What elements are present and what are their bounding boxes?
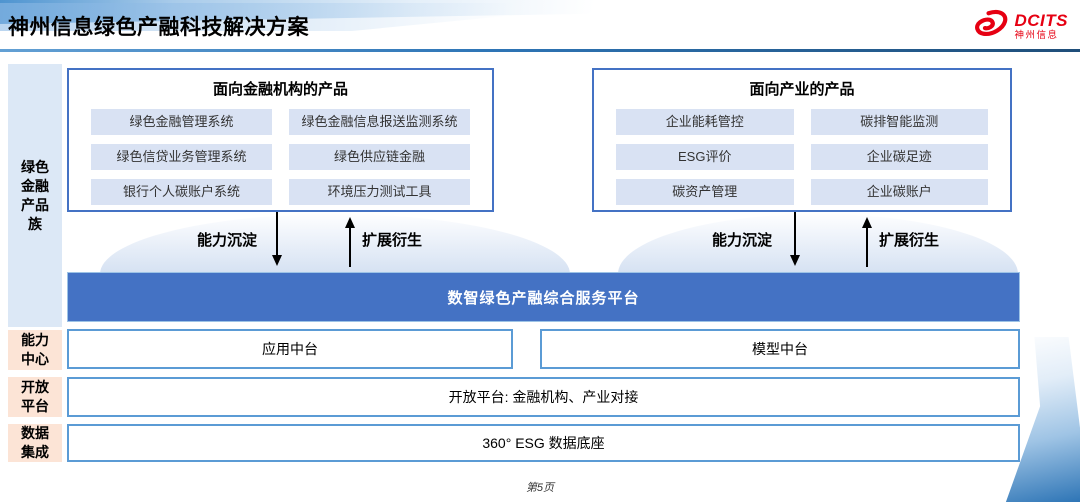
page-number: 第5页 xyxy=(525,482,555,494)
sidebar-label-product-family: 绿色 金融 产品 族 xyxy=(8,64,62,327)
product-chip: 企业碳足迹 xyxy=(810,144,988,170)
sidebar-label-capability-center: 能力 中心 xyxy=(8,330,62,370)
arrow-up-icon xyxy=(861,217,873,272)
logo-text: DCITS 神州信息 xyxy=(1015,12,1069,41)
dome-decoration-right xyxy=(618,214,1018,274)
dome-decoration-left xyxy=(100,214,570,274)
arrow-down-icon xyxy=(789,212,801,271)
flow-label-capability-settling: 能力沉淀 xyxy=(197,232,258,249)
page-title: 神州信息绿色产融科技解决方案 xyxy=(8,16,309,39)
product-chip: 绿色金融信息报送监测系统 xyxy=(289,109,470,135)
financial-products-box: 面向金融机构的产品 绿色金融管理系统 绿色金融信息报送监测系统 绿色信贷业务管理… xyxy=(67,68,494,212)
product-chip: 企业能耗管控 xyxy=(616,109,794,135)
flow-label-expansion-derivation: 扩展衍生 xyxy=(362,232,423,249)
product-chip: 环境压力测试工具 xyxy=(289,179,470,205)
dcits-swirl-icon xyxy=(971,9,1011,44)
model-middle-platform-box: 模型中台 xyxy=(540,329,1020,369)
arrow-down-icon xyxy=(271,212,283,271)
product-chip: 企业碳账户 xyxy=(810,179,988,205)
product-chip: 绿色供应链金融 xyxy=(289,144,470,170)
header-divider-line xyxy=(0,49,1080,52)
sidebar-label-open-platform: 开放 平台 xyxy=(8,377,62,417)
industry-products-grid: 企业能耗管控 碳排智能监测 ESG评价 企业碳足迹 碳资产管理 企业碳账户 xyxy=(616,109,988,205)
product-chip: 绿色金融管理系统 xyxy=(91,109,272,135)
industry-products-box: 面向产业的产品 企业能耗管控 碳排智能监测 ESG评价 企业碳足迹 碳资产管理 … xyxy=(592,68,1012,212)
financial-products-title: 面向金融机构的产品 xyxy=(212,81,348,98)
financial-products-grid: 绿色金融管理系统 绿色金融信息报送监测系统 绿色信贷业务管理系统 绿色供应链金融… xyxy=(91,109,470,205)
logo-brand: DCITS xyxy=(1014,11,1068,31)
industry-products-title: 面向产业的产品 xyxy=(749,81,855,98)
product-chip: ESG评价 xyxy=(616,144,794,170)
platform-banner: 数智绿色产融综合服务平台 xyxy=(67,272,1020,322)
product-chip: 银行个人碳账户系统 xyxy=(91,179,272,205)
open-platform-row-box: 开放平台: 金融机构、产业对接 xyxy=(67,377,1020,417)
application-middle-platform-box: 应用中台 xyxy=(67,329,513,369)
flow-label-capability-settling: 能力沉淀 xyxy=(712,232,773,249)
product-chip: 碳排智能监测 xyxy=(810,109,988,135)
arrow-up-icon xyxy=(344,217,356,272)
esg-data-base-row-box: 360° ESG 数据底座 xyxy=(67,424,1020,462)
product-chip: 绿色信贷业务管理系统 xyxy=(91,144,272,170)
company-logo: DCITS 神州信息 xyxy=(971,9,1069,44)
logo-company-name: 神州信息 xyxy=(1014,30,1059,42)
sidebar-label-data-integration: 数据 集成 xyxy=(8,424,62,462)
flow-label-expansion-derivation: 扩展衍生 xyxy=(879,232,940,249)
product-chip: 碳资产管理 xyxy=(616,179,794,205)
